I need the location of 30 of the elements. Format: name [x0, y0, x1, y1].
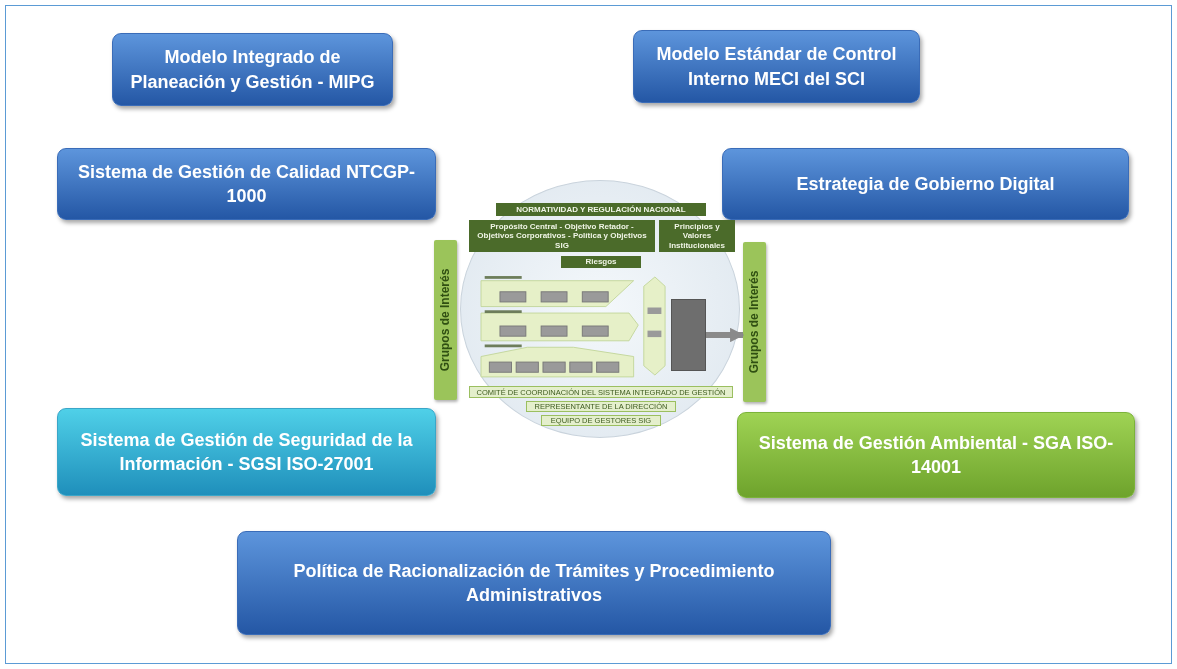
- stakeholder-bar: [743, 242, 766, 402]
- output-block: [671, 299, 706, 371]
- header-band: [496, 203, 706, 216]
- system-box: [112, 33, 393, 106]
- team-band: [541, 415, 661, 426]
- arrow: [706, 327, 745, 343]
- box-label: Estrategia de Gobierno Digital: [796, 172, 1055, 196]
- box-label: Modelo Integrado de Planeación y Gestión - MIPG: [129, 46, 376, 94]
- system-box: [237, 531, 831, 635]
- box-label: Política de Racionalización de Trámites y Procedimiento Administrativos: [292, 559, 776, 607]
- box-label: Modelo Estándar de Control Interno MECI del SCI: [655, 43, 898, 91]
- vertical-label: Grupos de Interés: [438, 268, 453, 372]
- team-band: [526, 401, 676, 412]
- box-label: Propósito Central - Objetivo Retador - Objetivos Corporativos - Política y Objetivos SIG: [476, 221, 648, 251]
- box-label: Sistema de Gestión de Seguridad de la Información - SGSI ISO-27001: [79, 428, 414, 476]
- vertical-label: Grupos de Interés: [747, 270, 762, 374]
- box-label: NORMATIVIDAD Y REGULACIÓN NACIONAL: [516, 204, 686, 215]
- header-band: [659, 220, 735, 252]
- system-box: [722, 148, 1129, 220]
- system-box: [737, 412, 1135, 498]
- system-box: [57, 148, 436, 220]
- stakeholder-bar: [434, 240, 457, 400]
- system-box: [633, 30, 920, 103]
- system-box: [57, 408, 436, 496]
- team-band: [469, 386, 733, 398]
- header-band: [561, 256, 641, 268]
- box-label: Sistema de Gestión Ambiental - SGA ISO-14001: [757, 431, 1115, 479]
- box-label: Sistema de Gestión de Calidad NTCGP-1000: [76, 160, 417, 208]
- box-label: Riesgos: [585, 257, 617, 267]
- box-label: Principios y Valores Institucionales: [668, 221, 726, 251]
